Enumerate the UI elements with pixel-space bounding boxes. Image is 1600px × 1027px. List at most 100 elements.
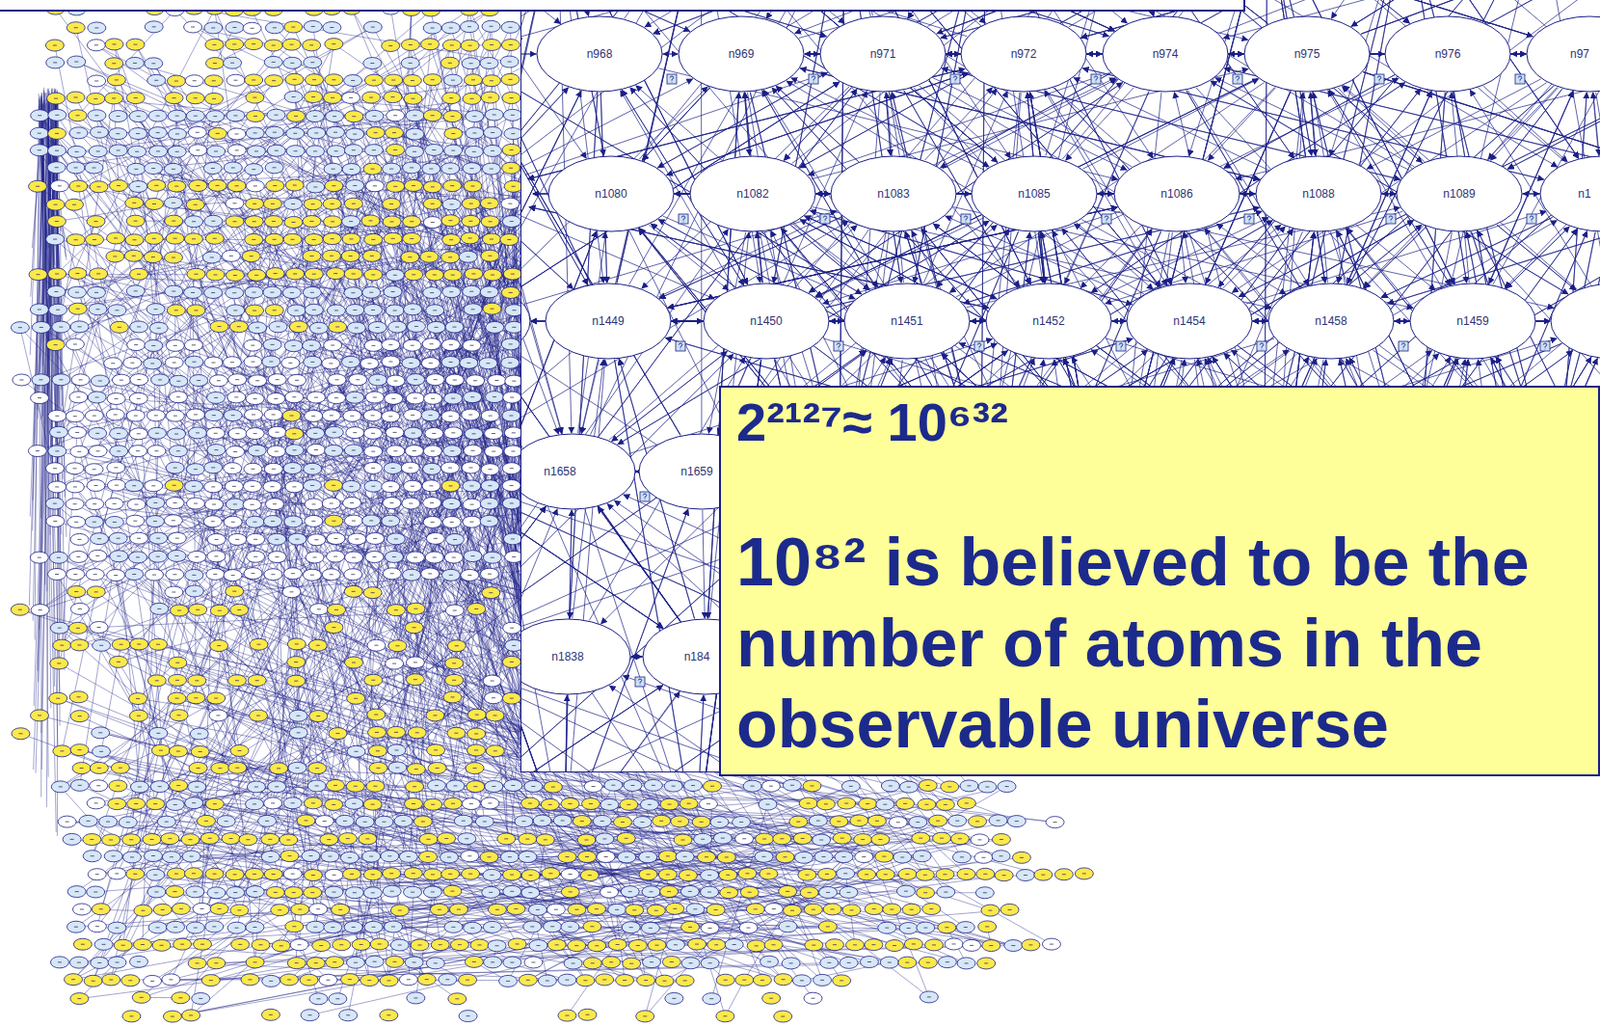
- graph-dot: [30, 709, 50, 721]
- graph-dot: [358, 832, 377, 845]
- graph-dot: [70, 744, 89, 756]
- graph-dot: [164, 479, 184, 491]
- graph-dot: [91, 726, 110, 739]
- graph-dot: [208, 127, 227, 139]
- graph-dot: [287, 674, 306, 687]
- graph-dot: [89, 620, 108, 633]
- graph-dot: [421, 357, 440, 370]
- graph-dot: [383, 91, 402, 104]
- graph-dot: [948, 814, 967, 827]
- graph-dot: [181, 833, 200, 846]
- graph-dot: [443, 74, 462, 86]
- graph-dot: [10, 603, 29, 615]
- graph-dot: [185, 585, 204, 597]
- graph-dot: [111, 373, 131, 386]
- graph-dot: [126, 92, 145, 105]
- graph-dot: [87, 75, 107, 87]
- graph-dot: [45, 39, 64, 52]
- graph-dot: [366, 127, 385, 139]
- graph-dot: [404, 445, 424, 457]
- graph-dot: [244, 74, 264, 86]
- graph-dot: [500, 55, 519, 68]
- graph-dot: [423, 74, 442, 86]
- graph-dot: [440, 56, 459, 69]
- graph-dot: [303, 355, 322, 368]
- graph-dot: [70, 320, 89, 333]
- graph-dot: [502, 409, 521, 422]
- graph-dot: [264, 55, 283, 68]
- graph-dot: [442, 92, 461, 105]
- graph-dot: [244, 163, 264, 176]
- graph-dot: [447, 640, 466, 652]
- graph-dot: [324, 38, 344, 51]
- graph-dot: [307, 533, 326, 546]
- graph-dot: [84, 409, 104, 422]
- graph-dot: [402, 161, 422, 174]
- graph-dot: [88, 549, 107, 561]
- graph-dot: [464, 267, 483, 280]
- graph-dot: [344, 568, 363, 581]
- graph-dot: [166, 304, 186, 317]
- graph-dot: [245, 180, 265, 192]
- graph-dot: [461, 197, 480, 210]
- graph-dot: [773, 832, 792, 845]
- graph-dot: [502, 143, 521, 156]
- graph-dot: [84, 463, 104, 476]
- graph-dot: [186, 304, 206, 317]
- graph-dot: [243, 462, 263, 475]
- graph-dot: [167, 128, 187, 140]
- graph-dot: [304, 233, 323, 245]
- graph-dot: [129, 110, 148, 123]
- graph-dot: [70, 710, 89, 722]
- graph-dot: [149, 145, 168, 158]
- graph-dot: [404, 268, 424, 281]
- graph-dot: [144, 21, 163, 33]
- graph-dot: [364, 303, 383, 316]
- graph-dot: [484, 780, 504, 793]
- graph-dot: [258, 814, 277, 827]
- graph-dot: [282, 38, 301, 51]
- graph-dot: [309, 710, 328, 722]
- graph-dot: [266, 392, 286, 404]
- graph-dot: [463, 444, 482, 456]
- graph-dot: [386, 144, 405, 157]
- graph-dot: [670, 815, 690, 827]
- graph-dot: [245, 91, 265, 104]
- graph-dot: [342, 91, 361, 104]
- graph-dot: [364, 339, 383, 351]
- graph-dot: [325, 778, 345, 791]
- graph-dot: [207, 145, 226, 158]
- graph-dot: [442, 286, 461, 298]
- graph-dot: [502, 480, 521, 492]
- graph-dot: [245, 127, 265, 139]
- graph-dot: [309, 321, 328, 334]
- graph-dot: [110, 761, 130, 774]
- graph-dot: [441, 339, 460, 351]
- graph-dot: [703, 779, 722, 792]
- graph-dot: [419, 832, 438, 845]
- graph-dot: [46, 56, 65, 69]
- graph-dot: [210, 640, 229, 652]
- graph-dot: [204, 409, 223, 422]
- graph-dot: [186, 267, 206, 280]
- graph-dot: [425, 143, 444, 156]
- graph-dot: [363, 162, 382, 175]
- graph-dot: [441, 162, 460, 175]
- graph-dot: [426, 532, 445, 544]
- graph-dot: [461, 798, 480, 810]
- graph-dot: [163, 162, 183, 175]
- graph-dot: [460, 232, 480, 244]
- graph-dot: [186, 109, 205, 122]
- graph-dot: [458, 250, 478, 263]
- graph-dot: [344, 514, 363, 527]
- graph-dot: [72, 762, 91, 774]
- graph-dot: [443, 268, 462, 281]
- graph-dot: [462, 162, 481, 175]
- graph-dot: [344, 144, 363, 157]
- graph-dot: [364, 268, 383, 281]
- graph-dot: [187, 550, 207, 562]
- graph-dot: [502, 215, 521, 228]
- graph-dot: [812, 833, 831, 846]
- graph-dot: [285, 480, 304, 493]
- graph-dot: [128, 145, 147, 158]
